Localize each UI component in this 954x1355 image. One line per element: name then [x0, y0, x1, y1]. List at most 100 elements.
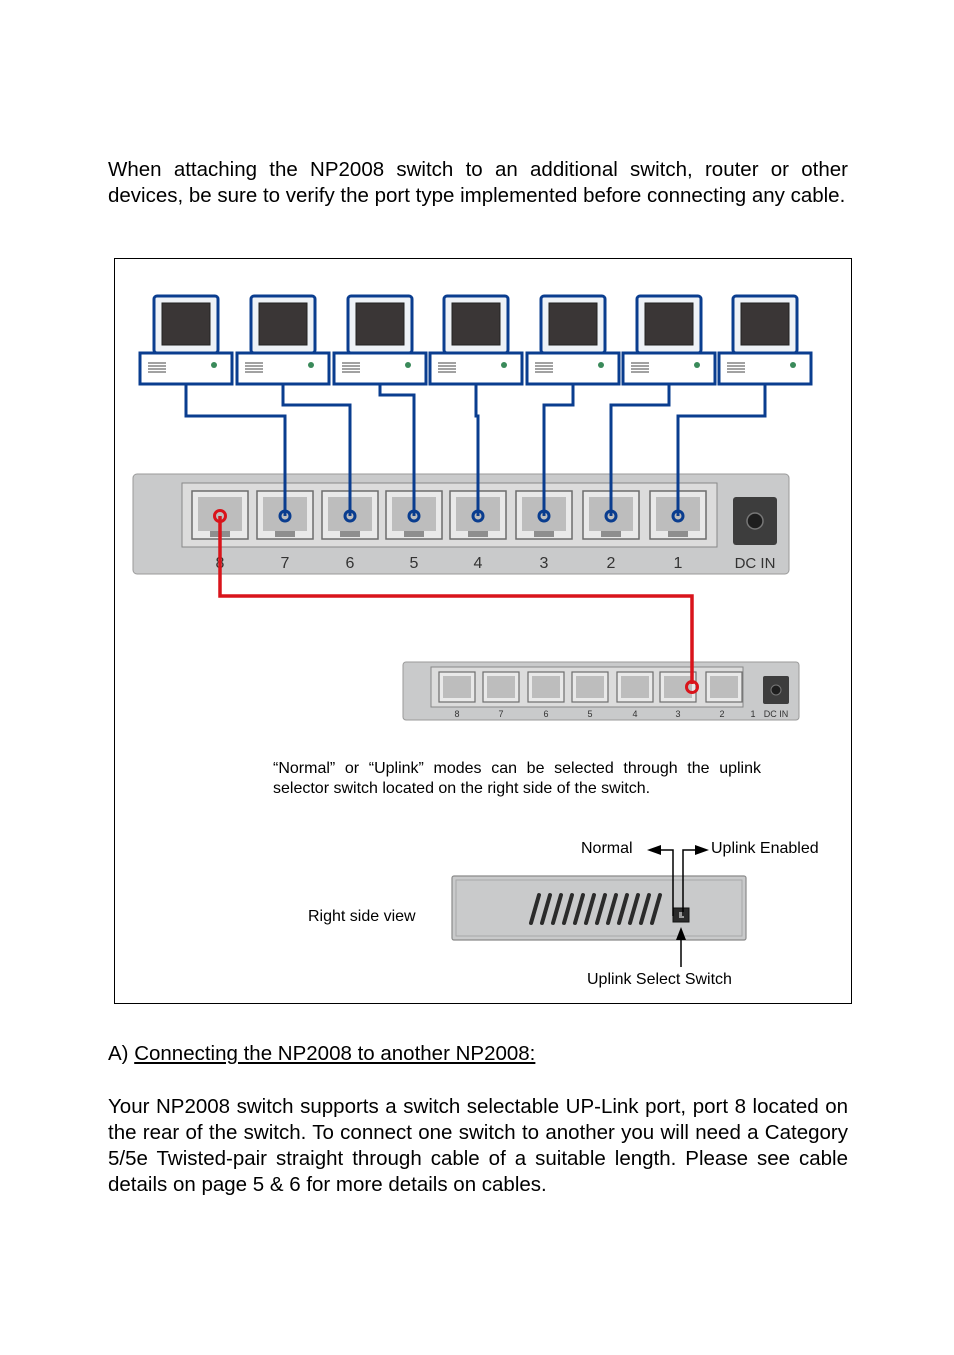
normal-label: Normal: [581, 840, 633, 857]
rj45-port-latch: [668, 531, 688, 537]
cable-plug: [604, 509, 618, 523]
section-heading: A) Connecting the NP2008 to another NP20…: [108, 1041, 535, 1067]
cpu-box: [525, 351, 621, 386]
cable-plug: [671, 509, 685, 523]
small-dc-in-socket: [770, 684, 782, 696]
small-port-number-label: 7: [498, 709, 503, 719]
computer-icon: [621, 294, 717, 386]
vent-slot: [551, 893, 563, 925]
uplink-plug-small: [685, 680, 699, 694]
port-number-label: 3: [540, 555, 549, 572]
power-led: [694, 362, 700, 368]
intro-paragraph: When attaching the NP2008 switch to an a…: [108, 158, 848, 207]
cable-plug: [471, 509, 485, 523]
vent-slot: [573, 893, 585, 925]
port-number-label: 2: [607, 555, 616, 572]
monitor-screen: [451, 302, 501, 346]
lan-cable: [542, 384, 575, 516]
power-led: [501, 362, 507, 368]
cable-plug: [407, 509, 421, 523]
monitor-screen: [644, 302, 694, 346]
vent-slot: [584, 893, 596, 925]
small-dc-in-label: DC IN: [764, 709, 789, 719]
body-paragraph: Your NP2008 switch supports a switch sel…: [108, 1095, 848, 1196]
port-number-label: 7: [281, 555, 290, 572]
uplink-plug-main: [213, 509, 227, 523]
computer-icon: [717, 294, 813, 386]
power-led: [790, 362, 796, 368]
rj45-port-latch: [534, 531, 554, 537]
small-port-number-label: 8: [454, 709, 459, 719]
monitor-screen: [355, 302, 405, 346]
uplink-arrow-head: [695, 845, 709, 855]
computer-icon: [525, 294, 621, 386]
computer-icon: [235, 294, 331, 386]
cable-plug: [278, 509, 292, 523]
rj45-port-inner: [664, 676, 692, 698]
lan-cable: [184, 384, 287, 516]
dc-in-label: DC IN: [735, 555, 776, 572]
rj45-port-latch: [275, 531, 295, 537]
small-port-number-label: 1: [750, 709, 755, 719]
normal-arrow-head: [647, 845, 661, 855]
vent-slot: [617, 893, 629, 925]
uplink-arrow-line: [682, 849, 695, 916]
small-port-number-label: 5: [587, 709, 592, 719]
small-port-number-label: 3: [675, 709, 680, 719]
rj45-port-inner: [443, 676, 471, 698]
rj45-port-inner: [487, 676, 515, 698]
vent-slot: [529, 893, 541, 925]
computer-icon: [138, 294, 234, 386]
vent-slot: [562, 893, 574, 925]
uplink-cable: [218, 516, 694, 684]
vent-slot: [540, 893, 552, 925]
dc-in-socket: [746, 512, 764, 530]
rj45-port-latch: [404, 531, 424, 537]
small-port-number-label: 4: [632, 709, 637, 719]
lan-cable: [474, 384, 480, 516]
section-prefix: A): [108, 1042, 135, 1065]
port-number-label: 6: [346, 555, 355, 572]
monitor-screen: [548, 302, 598, 346]
power-led: [211, 362, 217, 368]
port-number-label: 4: [474, 555, 483, 572]
rj45-port-latch: [468, 531, 488, 537]
monitor-screen: [161, 302, 211, 346]
vent-slot: [595, 893, 607, 925]
port-number-label: 1: [674, 555, 683, 572]
side-view-body: [451, 875, 747, 941]
lan-cable: [378, 384, 416, 516]
uplink-select-switch-label: Uplink Select Switch: [587, 971, 732, 988]
monitor-screen: [258, 302, 308, 346]
power-led: [598, 362, 604, 368]
cable-plug: [537, 509, 551, 523]
rj45-port-inner: [576, 676, 604, 698]
lan-cable: [676, 384, 767, 516]
vent-slot: [639, 893, 651, 925]
rj45-port-inner: [532, 676, 560, 698]
vent-slot: [628, 893, 640, 925]
select-arrow-head: [676, 927, 686, 940]
power-led: [405, 362, 411, 368]
side-view-edge: [455, 879, 743, 937]
small-port-number-label: 6: [543, 709, 548, 719]
lan-cable: [609, 384, 671, 516]
rj45-port-inner: [710, 676, 738, 698]
small-port-number-label: 2: [719, 709, 724, 719]
normal-arrow-line: [661, 849, 674, 916]
monitor-screen: [740, 302, 790, 346]
modes-caption: “Normal” or “Uplink” modes can be select…: [273, 760, 761, 797]
rj45-port-inner: [621, 676, 649, 698]
lan-cable: [281, 384, 352, 516]
section-title: Connecting the NP2008 to another NP2008:: [134, 1042, 536, 1065]
uplink-select-knob: [679, 912, 684, 918]
computer-icon: [428, 294, 524, 386]
uplink-enabled-label: Uplink Enabled: [711, 840, 819, 857]
power-led: [308, 362, 314, 368]
vent-slot: [606, 893, 618, 925]
vent-slot: [650, 893, 662, 925]
cable-plug: [343, 509, 357, 523]
computer-icon: [332, 294, 428, 386]
